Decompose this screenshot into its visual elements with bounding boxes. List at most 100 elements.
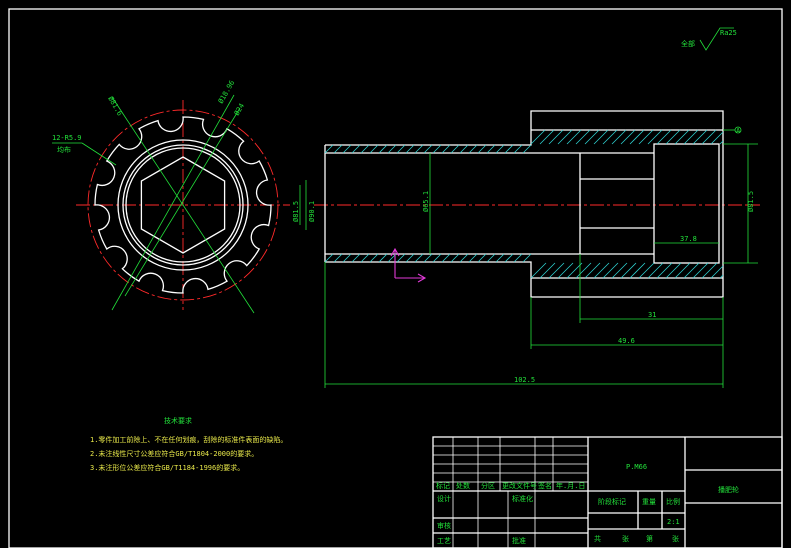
tb-h4: 更改文件号 — [502, 481, 537, 490]
dim-diag-a: Ø81.6 — [106, 95, 123, 117]
tb-weight: 重量 — [642, 498, 656, 506]
front-view: 12-R5.9 均布 Ø81.6 Ø18.96 Ø24 Ø81.5 Ø90.1 — [52, 79, 316, 314]
hatch-line — [575, 129, 591, 145]
hatch-line — [602, 262, 619, 279]
hatch-line — [477, 253, 487, 263]
tb-standard: 标准化 — [512, 494, 533, 503]
dim-total: 102.5 — [514, 376, 535, 384]
tb-h3: 分区 — [481, 481, 495, 490]
hatch-line — [468, 253, 478, 263]
hatch-line — [405, 253, 415, 263]
tech-req-item-3: 3.未注形位公差应符合GB/T1184-1996的要求。 — [90, 463, 244, 472]
hatch-line — [405, 144, 415, 154]
hatch-line — [620, 262, 637, 279]
hatch-line — [656, 262, 673, 279]
hatch-line — [324, 144, 334, 154]
hatch-line — [333, 253, 343, 263]
hatch-line — [719, 274, 724, 279]
hatch-line — [522, 144, 532, 154]
hatch-line — [584, 129, 600, 145]
tb-scale-label: 比例 — [666, 497, 680, 506]
hatch-line — [459, 253, 469, 263]
tb-sheet-label2: 张 — [672, 534, 679, 543]
hatch-line — [513, 253, 523, 263]
hatch-line — [486, 144, 496, 154]
hatch-line — [504, 144, 514, 154]
tb-sheet-no: 第 — [646, 534, 653, 543]
hatch-line — [593, 262, 610, 279]
dim-diag-b: Ø18.96 — [217, 79, 237, 105]
hatch-line — [692, 262, 709, 279]
hatch-line — [378, 253, 388, 263]
hatch-line — [656, 129, 672, 145]
hatch-line — [369, 144, 379, 154]
tb-scale: 2:1 — [667, 518, 680, 526]
tech-req-title: 技术要求 — [164, 416, 192, 425]
tb-sheet-label: 张 — [622, 534, 629, 543]
tb-approve: 批准 — [512, 536, 526, 545]
hatch-line — [441, 144, 451, 154]
tb-h5: 签名 — [538, 481, 552, 490]
hatch-line — [629, 262, 646, 279]
dim-step: 37.8 — [680, 235, 697, 243]
roughness-label: 全部 — [681, 39, 695, 48]
tb-process: 工艺 — [437, 537, 451, 545]
title-block: 标记 处数 分区 更改文件号 签名 年.月.日 设计 标准化 审核 工艺 批准 … — [432, 436, 783, 548]
hatch-line — [548, 129, 564, 145]
hatch-line — [324, 253, 334, 263]
hatch-line — [584, 262, 601, 279]
hatch-line — [683, 129, 699, 145]
hatch-line — [557, 262, 574, 279]
hatch-line — [369, 253, 379, 263]
hatch-line — [566, 262, 583, 279]
hatch-line — [674, 262, 691, 279]
hatch-line — [647, 262, 664, 279]
hatch-line — [378, 144, 388, 154]
hatch-line — [620, 129, 636, 145]
hatch-line — [486, 253, 496, 263]
roughness-symbol: 全部 Ra25 — [681, 27, 737, 51]
hatch-line — [611, 129, 627, 145]
hatch-line — [432, 144, 442, 154]
hatch-line — [423, 144, 433, 154]
dim-49: 49.6 — [618, 337, 635, 345]
hatch-line — [414, 253, 424, 263]
spline-note-2: 均布 — [57, 145, 71, 154]
dim-left: Ø81.5 — [292, 201, 300, 222]
hatch-line — [719, 140, 724, 145]
hatch-line — [539, 262, 556, 279]
drawing-border — [8, 8, 783, 548]
tb-h2: 处数 — [456, 481, 470, 490]
dim-right-dia: Ø81.5 — [747, 191, 755, 212]
hatch-line — [414, 144, 424, 154]
hatch-line — [513, 144, 523, 154]
hatch-line — [477, 144, 487, 154]
hatch-line — [333, 144, 343, 154]
hatch-line — [701, 129, 717, 145]
hatch-line — [539, 129, 555, 145]
tb-stage: 阶段标记 — [598, 497, 626, 506]
hatch-line — [450, 253, 460, 263]
tb-part-name: 播肥轮 — [718, 485, 739, 494]
tech-requirements: 技术要求 1.零件加工前除上、不在任何划痕，刮除的标准件表面的缺陷。 2.未注线… — [90, 416, 287, 472]
dim-inner: Ø65.1 — [422, 191, 430, 212]
hatch-line — [710, 265, 724, 279]
tb-review: 审核 — [437, 521, 451, 530]
datum-label: A — [736, 127, 741, 135]
dim-31: 31 — [648, 311, 656, 319]
hatch-line — [701, 262, 718, 279]
hatch-line — [396, 144, 406, 154]
hatch-line — [423, 253, 433, 263]
hatch-line — [432, 253, 442, 263]
hatch-line — [342, 253, 352, 263]
hatch-line — [530, 262, 547, 279]
hatch-line — [530, 129, 546, 145]
hatch-line — [441, 253, 451, 263]
hatch-line — [710, 131, 724, 145]
hatch-line — [665, 129, 681, 145]
hatch-line — [629, 129, 645, 145]
tb-h6: 年.月.日 — [556, 481, 585, 490]
tb-h1: 标记 — [436, 481, 450, 490]
hatch-line — [647, 129, 663, 145]
hatch-line — [396, 253, 406, 263]
